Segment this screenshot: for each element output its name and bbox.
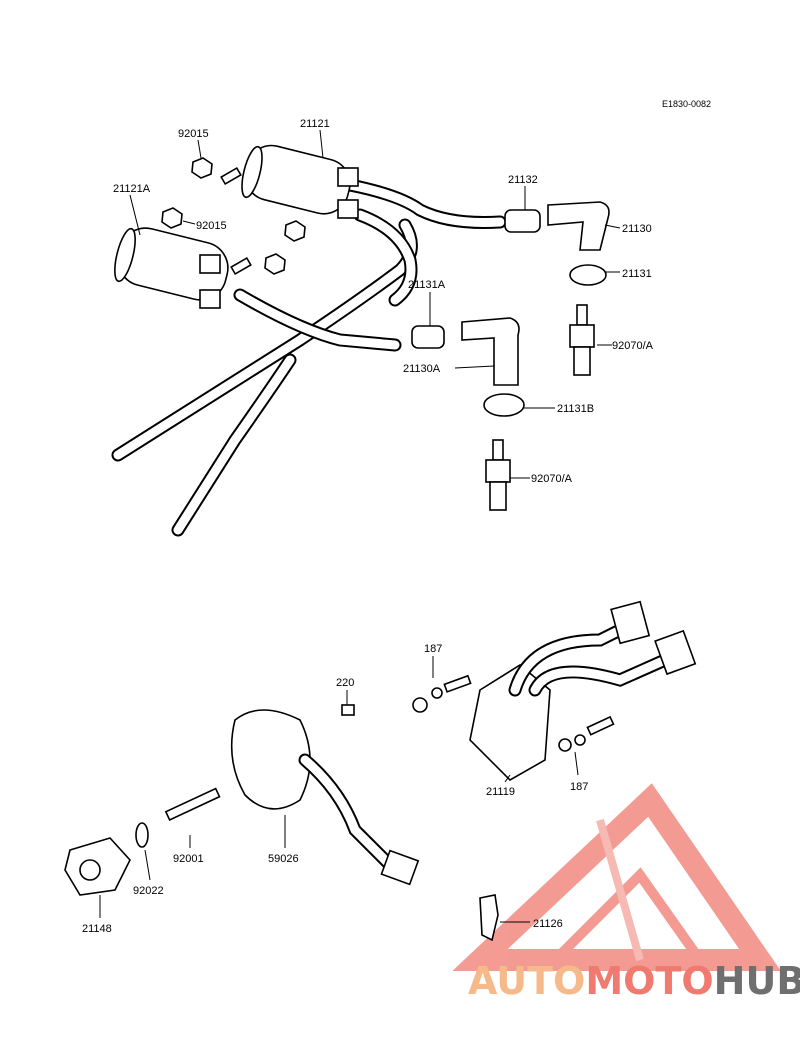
label-21131A: 21131A bbox=[408, 279, 446, 291]
label-92015-mid: 92015 bbox=[196, 220, 227, 232]
label-59026: 59026 bbox=[268, 853, 299, 865]
reference-code: E1830-0082 bbox=[662, 99, 711, 109]
watermark-logo bbox=[452, 783, 781, 971]
label-21131B: 21131B bbox=[557, 403, 594, 415]
plug-cap-21130 bbox=[547, 201, 610, 251]
label-21130: 21130 bbox=[622, 223, 652, 235]
label-21126: 21126 bbox=[533, 918, 563, 930]
label-21121: 21121 bbox=[300, 118, 330, 130]
label-92070-top: 92070/A bbox=[612, 340, 654, 352]
label-21130A: 21130A bbox=[403, 363, 441, 375]
ignition-coils-group bbox=[111, 144, 507, 537]
label-187-right: 187 bbox=[570, 781, 588, 793]
plug-cap-21130A bbox=[461, 317, 520, 386]
spark-plug-bottom bbox=[485, 439, 511, 511]
plug-caps-group bbox=[411, 201, 610, 511]
spark-plug-top bbox=[569, 304, 595, 376]
bolt-92001 bbox=[164, 787, 221, 822]
seal-21131 bbox=[569, 264, 607, 286]
label-21131: 21131 bbox=[622, 268, 652, 280]
cap-21132 bbox=[504, 209, 541, 233]
label-92015-top: 92015 bbox=[178, 128, 209, 140]
nut-92015-top bbox=[191, 157, 213, 179]
washer-92022 bbox=[135, 822, 149, 848]
watermark-auto: AUTOMOTOHUB bbox=[468, 959, 800, 1003]
clamp-21126 bbox=[479, 894, 499, 942]
label-92070-bottom: 92070/A bbox=[531, 473, 573, 485]
nut-92015-mid bbox=[161, 207, 183, 229]
label-220: 220 bbox=[336, 677, 354, 689]
leader-lines bbox=[99, 129, 621, 923]
label-92022: 92022 bbox=[133, 885, 164, 897]
label-21121A: 21121A bbox=[113, 183, 151, 195]
cap-21131A bbox=[411, 325, 445, 349]
part-labels: 92015 21121 21121A 92015 21132 21130 211… bbox=[82, 118, 654, 935]
label-21119: 21119 bbox=[486, 786, 515, 798]
seal-21131B bbox=[483, 393, 525, 417]
label-21148: 21148 bbox=[82, 923, 112, 935]
watermark-part-moto: MOTO bbox=[585, 959, 713, 1003]
watermark-part-hub: HUB bbox=[714, 959, 800, 1003]
watermark-part-auto: AUTO bbox=[468, 959, 585, 1003]
label-187-top: 187 bbox=[424, 643, 442, 655]
label-21132: 21132 bbox=[508, 174, 538, 186]
label-92001: 92001 bbox=[173, 853, 204, 865]
pickup-plate-59026 bbox=[230, 709, 311, 810]
lower-assembly-group bbox=[64, 600, 697, 942]
watermark-text: AUTOMOTOHUB bbox=[468, 959, 800, 1003]
